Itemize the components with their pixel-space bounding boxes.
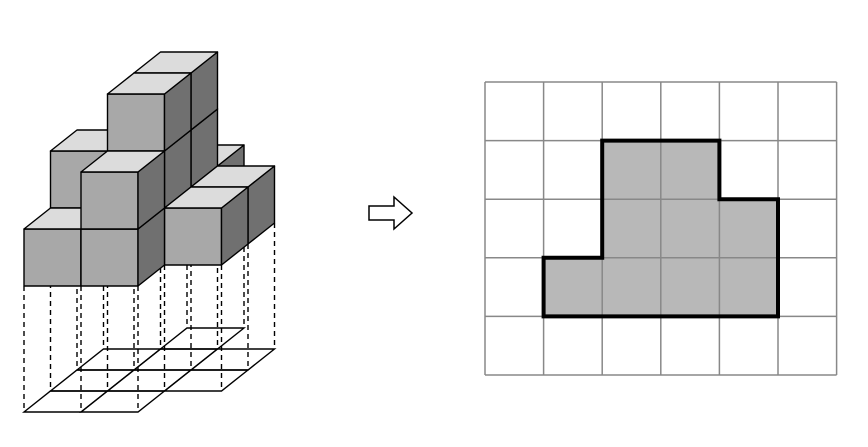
shaded-cell	[719, 199, 778, 258]
floor-cell	[158, 327, 247, 350]
cube-front-face	[106, 93, 166, 152]
top-view-grid	[484, 81, 838, 376]
hollow-right-arrow-icon	[368, 195, 414, 231]
shaded-cell	[660, 140, 720, 200]
shaded-cell	[543, 257, 603, 317]
shaded-cell	[602, 257, 661, 317]
cube-front-face	[80, 171, 139, 230]
shaded-cell	[602, 199, 661, 258]
shaded-cell	[660, 199, 720, 258]
shaded-cell	[660, 257, 720, 317]
shaded-cell	[719, 257, 778, 317]
floor-cell	[78, 390, 167, 413]
cube-top-face	[80, 150, 166, 173]
unit-cube	[106, 72, 192, 152]
shape-outline	[541, 138, 780, 319]
cube-front-face	[80, 228, 139, 287]
cube-top-face	[163, 186, 249, 209]
cube-front-face	[23, 228, 82, 287]
floor-cell	[162, 369, 251, 392]
cube-top-face	[106, 72, 192, 95]
cube-front-face	[163, 207, 223, 266]
cube-stack-3d	[23, 51, 276, 287]
top-view-shape-outline	[541, 138, 780, 319]
unit-cube	[80, 150, 166, 230]
floor-cell	[188, 348, 277, 371]
unit-cube	[163, 186, 249, 266]
shaded-cell	[602, 140, 661, 200]
floor-grid	[21, 327, 277, 413]
